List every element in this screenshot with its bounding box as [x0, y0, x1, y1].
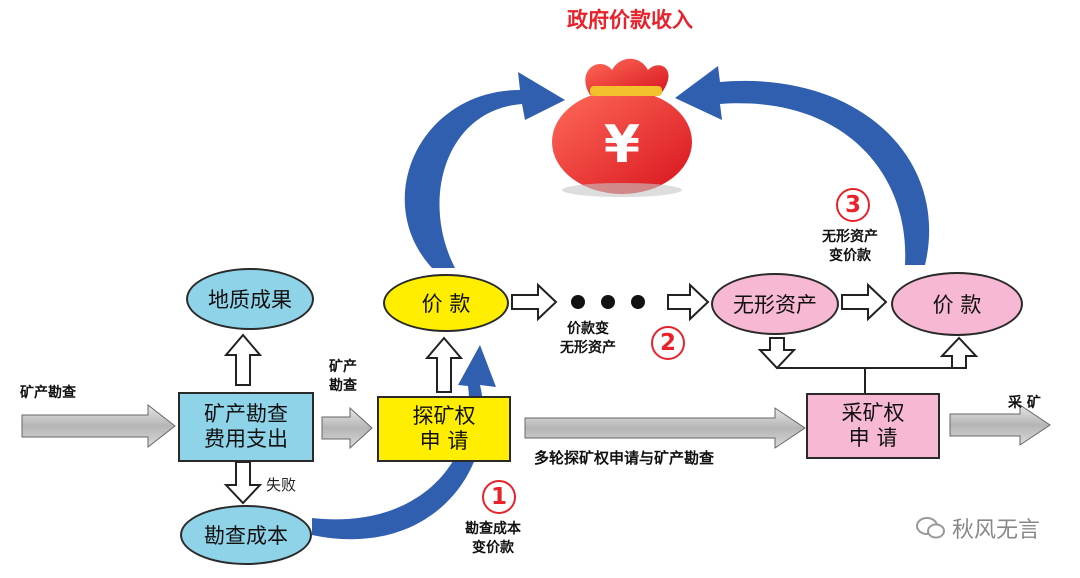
ellipsis-dot [631, 295, 645, 309]
arrow-cost-to-geology [223, 333, 263, 386]
label-step1-line1: 勘查成本 [465, 521, 521, 537]
node-exploration-right-line1: 探矿权 [412, 403, 476, 428]
label-mineral-survey-mid: 矿产 勘查 [318, 358, 368, 396]
label-step1: 勘查成本 变价款 [453, 520, 533, 558]
node-mining-right-line1: 采矿权 [841, 400, 905, 425]
arc-price-to-bag [404, 72, 565, 268]
arrow-survey-in [21, 403, 176, 449]
arrow-intangible-down [757, 337, 797, 370]
label-mining: 采 矿 [1008, 395, 1041, 411]
node-exploration-cost-line1: 矿产勘查 [204, 401, 288, 426]
node-exploration-cost-line2: 费用支出 [204, 427, 288, 451]
watermark-text: 秋风无言 [951, 518, 1040, 543]
ellipsis-dot [571, 295, 585, 309]
arc-intangible-to-bag [675, 66, 930, 265]
node-mining-right-line2: 申 请 [848, 426, 898, 450]
node-intangible-assets: 无形资产 [711, 273, 839, 335]
node-survey-cost: 勘查成本 [180, 505, 312, 565]
label-step3: 无形资产 变价款 [808, 228, 892, 266]
label-step2: 价款变 无形资产 [548, 320, 628, 358]
label-mineral-survey-mid-line2: 勘查 [329, 377, 357, 394]
node-exploration-cost: 矿产勘查 费用支出 [178, 392, 314, 462]
arrow-price-to-dots [511, 282, 558, 322]
label-step2-line1: 价款变 [567, 321, 609, 337]
arrow-up-to-price-right [939, 336, 979, 369]
arrow-cost-to-exploration [321, 406, 373, 450]
label-step3-line1: 无形资产 [822, 229, 878, 245]
wechat-icon [915, 517, 945, 539]
label-step1-line2: 变价款 [472, 539, 514, 556]
node-exploration-right-line2: 申 请 [419, 429, 469, 453]
label-step2-line2: 无形资产 [560, 339, 616, 356]
step-badge-1: 1 [482, 480, 516, 514]
step-badge-3: 3 [836, 188, 870, 222]
arrow-intangible-to-price [841, 282, 888, 322]
arc-cost-to-exploration [312, 345, 496, 540]
arrow-multi-round [524, 407, 806, 449]
node-mining-right: 采矿权 申 请 [806, 393, 940, 459]
step-badge-2: 2 [651, 326, 685, 360]
node-geology-results: 地质成果 [186, 268, 314, 330]
watermark: 秋风无言 [915, 512, 1040, 544]
node-price-left: 价 款 [383, 274, 509, 332]
yen-symbol: ¥ [604, 115, 640, 175]
arrow-exploration-to-price [424, 336, 464, 393]
arrow-mining-out [949, 404, 1051, 446]
label-multi-round: 多轮探矿权申请与矿产勘查 [534, 449, 715, 467]
label-mineral-survey-in: 矿产勘查 [20, 385, 76, 401]
money-bag-icon: ¥ [552, 58, 692, 197]
node-exploration-right: 探矿权 申 请 [377, 396, 511, 462]
label-mineral-survey-mid-line1: 矿产 [329, 359, 357, 375]
label-step3-line2: 变价款 [829, 247, 871, 264]
page-title: 政府价款收入 [567, 8, 693, 32]
arrow-dots-to-intangible [667, 282, 710, 322]
node-price-right: 价 款 [891, 272, 1023, 336]
arrow-cost-to-fail [223, 461, 263, 505]
label-failure: 失败 [266, 476, 297, 494]
ellipsis-dot [601, 295, 615, 309]
